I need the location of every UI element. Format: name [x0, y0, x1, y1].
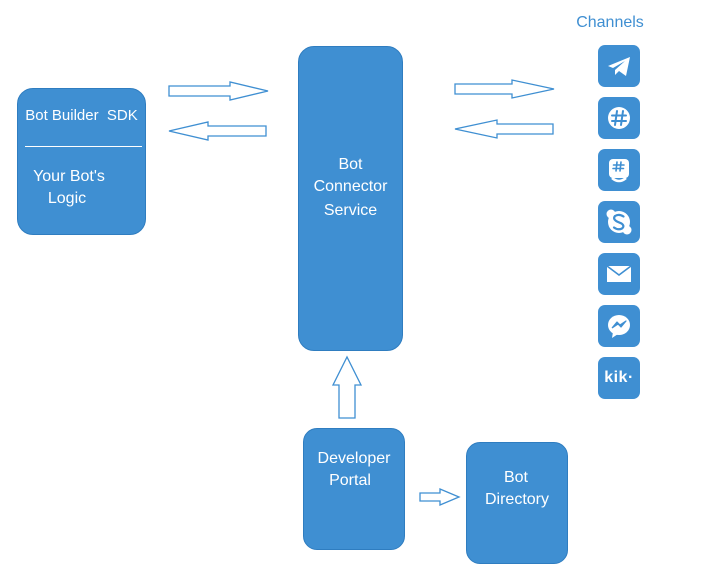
sdk-subtitle-line1: Your Bot's	[33, 168, 105, 185]
arrow-portal-to-directory	[419, 488, 461, 506]
directory-line2: Directory	[484, 491, 549, 508]
portal-line2: Portal	[329, 472, 371, 489]
bot-directory-box: Bot Directory	[466, 442, 568, 564]
developer-portal-box: Developer Portal	[303, 428, 405, 550]
arrow-portal-to-connector	[331, 355, 363, 419]
skype-channel	[598, 201, 640, 243]
arrow-connector-to-channels	[454, 79, 555, 99]
channels-title: Channels	[576, 14, 644, 31]
connector-line2: Connector	[313, 178, 388, 195]
messenger-icon	[608, 315, 630, 338]
sdk-divider	[25, 146, 142, 147]
arrow-sdk-to-connector	[168, 81, 269, 101]
bot-builder-sdk-box: Bot Builder SDK Your Bot's Logic	[17, 88, 146, 235]
kik-icon: kik·	[604, 369, 634, 386]
kik-channel: kik·	[598, 357, 640, 399]
slack-icon	[608, 107, 630, 129]
arrow-channels-to-connector	[454, 119, 554, 139]
telegram-channel	[598, 45, 640, 87]
arrow-connector-to-sdk	[168, 121, 267, 141]
groupme-icon	[609, 159, 629, 183]
sdk-subtitle-line2: Logic	[47, 190, 87, 207]
email-channel	[598, 253, 640, 295]
directory-line1: Bot	[503, 469, 528, 486]
email-icon	[606, 265, 632, 282]
sdk-title: Bot Builder SDK	[25, 107, 138, 124]
portal-line1: Developer	[317, 450, 391, 467]
skype-icon	[606, 209, 632, 235]
messenger-channel	[598, 305, 640, 347]
connector-line3: Service	[323, 202, 378, 219]
bot-connector-service-box: Bot Connector Service	[298, 46, 403, 351]
connector-line1: Bot	[338, 156, 363, 173]
telegram-icon	[608, 57, 630, 76]
slack-channel	[598, 97, 640, 139]
groupme-channel	[598, 149, 640, 191]
